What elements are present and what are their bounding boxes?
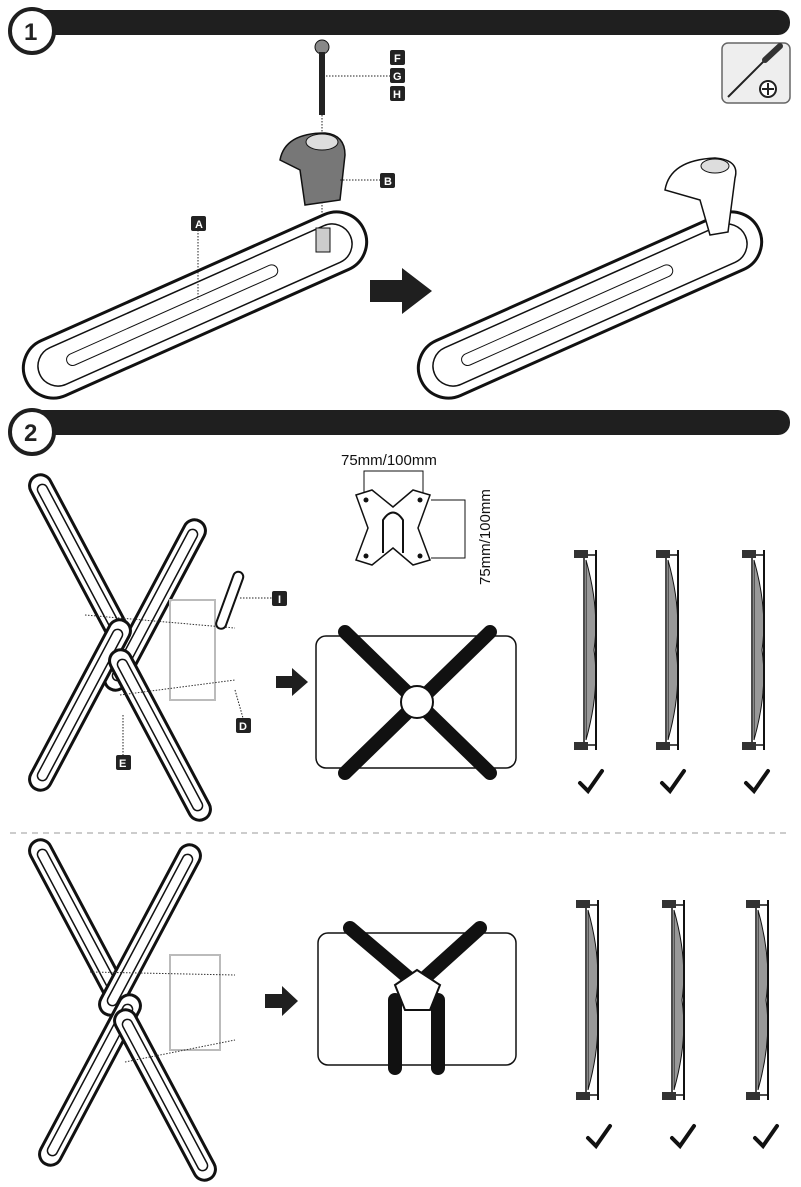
vertical-dimension-label: 75mm/100mm	[477, 489, 494, 585]
step-1-header: 1	[8, 7, 790, 55]
screwdriver-icon	[721, 42, 791, 104]
svg-text:B: B	[384, 176, 392, 188]
side-views-row-2	[575, 899, 779, 1148]
checkmark-icon	[753, 1124, 779, 1148]
label-E: E	[116, 755, 131, 770]
svg-text:F: F	[394, 53, 401, 65]
vesa-plate-diagram: 75mm/100mm 75mm/100mm	[341, 452, 494, 585]
arrow-right-icon	[265, 986, 298, 1016]
assembled-y-mount	[317, 921, 517, 1075]
exploded-arms-alt	[24, 834, 236, 1186]
svg-text:A: A	[195, 219, 203, 231]
horizontal-dimension-label: 75mm/100mm	[341, 452, 437, 469]
assembled-base	[416, 157, 764, 400]
step-2-number: 2	[24, 420, 37, 447]
svg-text:G: G	[393, 71, 402, 83]
bracket-part	[279, 132, 380, 206]
arrow-right-icon	[276, 668, 308, 696]
step-1-badge	[8, 7, 56, 55]
label-F: F	[390, 50, 405, 65]
svg-text:H: H	[393, 89, 401, 101]
checkmark-icon	[744, 769, 770, 793]
label-H: H	[390, 86, 405, 101]
label-I: I	[272, 591, 287, 606]
checkmark-icon	[660, 769, 686, 793]
label-B: B	[380, 173, 395, 188]
svg-text:E: E	[119, 758, 126, 770]
label-A: A	[191, 216, 206, 231]
checkmark-icon	[586, 1124, 612, 1148]
checkmark-icon	[578, 769, 604, 793]
step-2-badge	[8, 408, 56, 456]
label-G: G	[390, 68, 405, 83]
svg-text:D: D	[239, 721, 247, 733]
step-2-header: 2	[8, 408, 790, 456]
exploded-arms-75-100	[24, 469, 272, 826]
side-views-row-1	[573, 549, 770, 793]
step-1-number: 1	[24, 19, 37, 46]
label-D: D	[236, 718, 251, 733]
base-part-A	[21, 210, 369, 400]
arrow-right-icon	[370, 268, 432, 314]
svg-text:I: I	[278, 594, 281, 606]
assembled-x-mount	[315, 625, 517, 780]
checkmark-icon	[670, 1124, 696, 1148]
